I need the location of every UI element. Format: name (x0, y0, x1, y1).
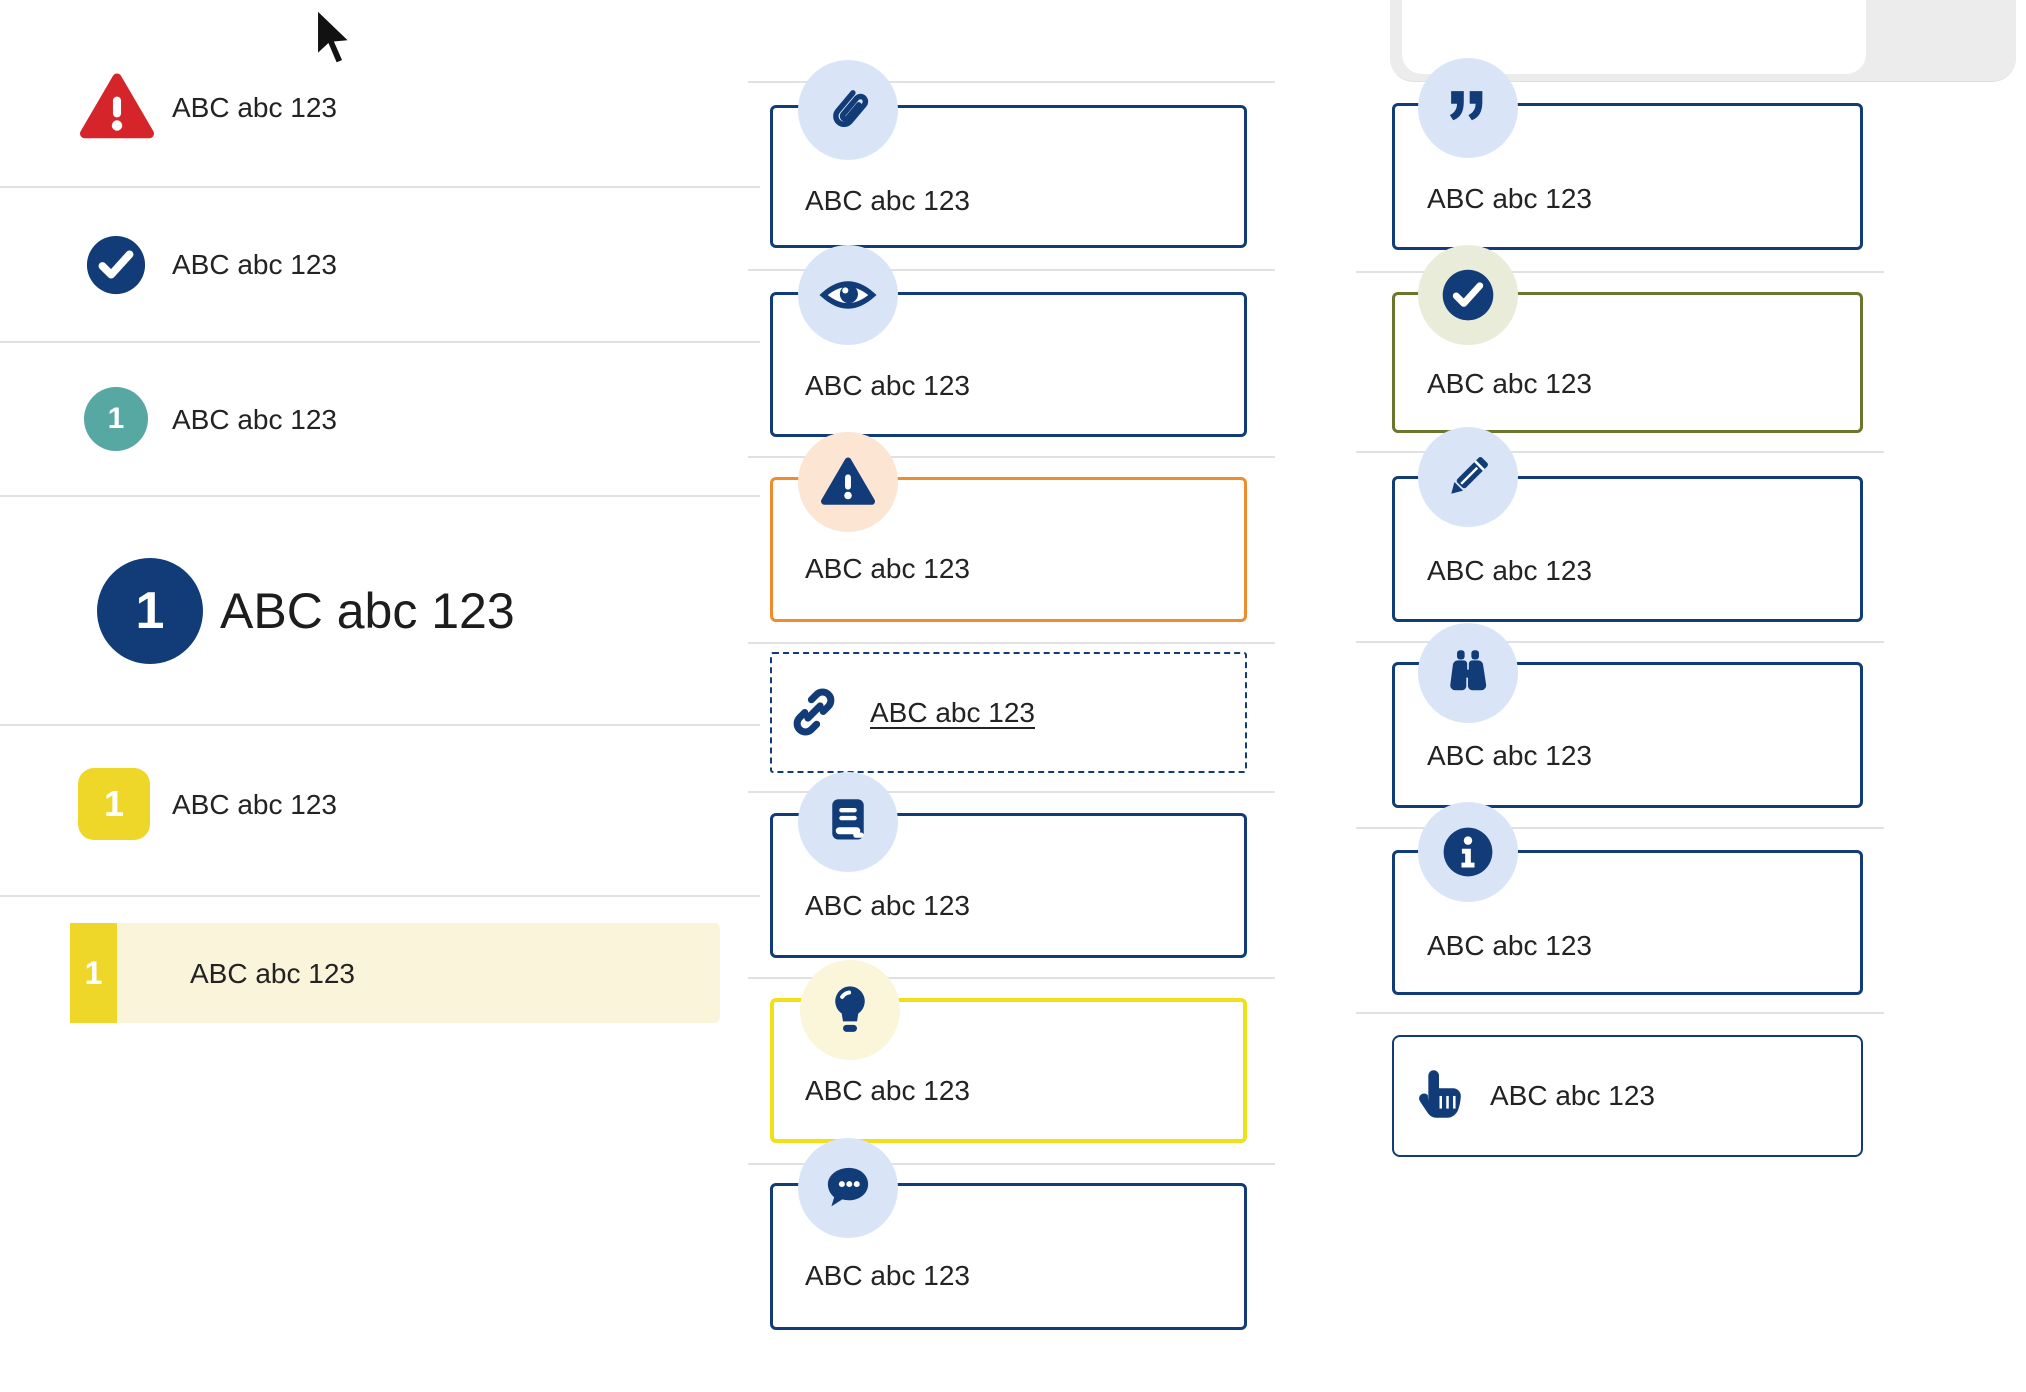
right-row-divider (1356, 271, 1884, 273)
teal-number-circle: 1 (84, 387, 148, 451)
right-row-divider (1356, 451, 1884, 453)
binoculars-icon (1418, 623, 1518, 723)
paperclip-icon (798, 60, 898, 160)
quote-icon (1418, 58, 1518, 158)
warning-triangle-icon (80, 70, 154, 144)
step-number: 1 (103, 783, 125, 824)
card-label: ABC abc 123 (805, 1075, 970, 1106)
link-icon (786, 684, 842, 740)
list-item-label: ABC abc 123 (190, 958, 355, 989)
step-number: 1 (84, 954, 103, 991)
warning-triangle-icon (798, 432, 898, 532)
left-row-divider (0, 724, 760, 726)
right-row-divider (1356, 1012, 1884, 1014)
check-circle-icon (1418, 245, 1518, 345)
middle-row-divider (748, 791, 1275, 793)
navy-number-circle: 1 (97, 558, 203, 664)
middle-row-divider (748, 977, 1275, 979)
card-label: ABC abc 123 (1427, 740, 1592, 771)
card-label: ABC abc 123 (805, 1260, 970, 1291)
book-icon (798, 772, 898, 872)
pencil-icon (1418, 427, 1518, 527)
middle-row-divider (748, 456, 1275, 458)
card-label: ABC abc 123 (805, 890, 970, 921)
hand-pointer-icon (1408, 1064, 1470, 1126)
card-label: ABC abc 123 (805, 370, 970, 401)
list-item-label: ABC abc 123 (172, 789, 337, 820)
card-link[interactable]: ABC abc 123 (870, 697, 1035, 728)
yellow-number-tab: 1 (70, 923, 117, 1023)
eye-icon (798, 245, 898, 345)
card-label[interactable]: ABC abc 123 (1490, 1080, 1655, 1111)
card-label: ABC abc 123 (1427, 930, 1592, 961)
card-label: ABC abc 123 (805, 553, 970, 584)
list-item-label: ABC abc 123 (172, 92, 337, 123)
mouse-cursor-icon (312, 6, 358, 70)
list-item-label: ABC abc 123 (172, 404, 337, 435)
left-row-divider (0, 495, 760, 497)
chat-bubble-icon (798, 1138, 898, 1238)
card-label: ABC abc 123 (1427, 555, 1592, 586)
check-circle-icon (85, 234, 147, 296)
middle-row-divider (748, 642, 1275, 644)
card-label: ABC abc 123 (805, 185, 970, 216)
lightbulb-icon (800, 960, 900, 1060)
card-label: ABC abc 123 (1427, 183, 1592, 214)
left-row-divider (0, 895, 760, 897)
step-heading: ABC abc 123 (220, 583, 515, 639)
left-row-divider (0, 341, 760, 343)
step-number: 1 (135, 582, 165, 640)
left-row-divider (0, 186, 760, 188)
info-circle-icon (1418, 802, 1518, 902)
yellow-number-badge: 1 (78, 768, 150, 840)
link-card[interactable] (770, 652, 1247, 773)
highlighted-row (117, 923, 720, 1023)
middle-row-divider (748, 1163, 1275, 1165)
middle-row-divider (748, 81, 1275, 83)
right-row-divider (1356, 827, 1884, 829)
list-item-label: ABC abc 123 (172, 249, 337, 280)
step-number: 1 (107, 402, 125, 435)
right-row-divider (1356, 641, 1884, 643)
middle-row-divider (748, 269, 1275, 271)
pointer-action-card[interactable] (1392, 1035, 1863, 1157)
card-label: ABC abc 123 (1427, 368, 1592, 399)
